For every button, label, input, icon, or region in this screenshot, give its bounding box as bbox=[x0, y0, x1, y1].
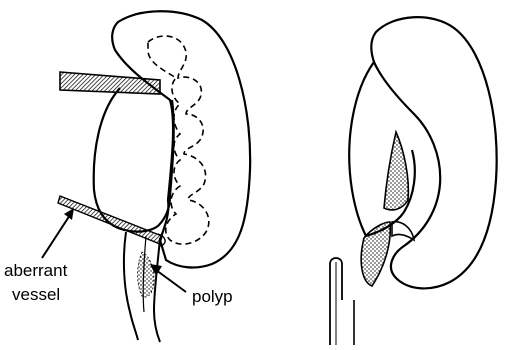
polyp-arrow-shaft bbox=[156, 270, 186, 292]
pelvis-flap-stippled bbox=[384, 132, 408, 210]
opened-pelvis-outline bbox=[349, 62, 415, 236]
right-kidney-figure bbox=[330, 17, 497, 345]
aberrant-vessel bbox=[58, 196, 162, 244]
ureter-left-wall bbox=[124, 232, 138, 340]
aberrant-arrow-shaft bbox=[42, 215, 70, 258]
retractor-instrument bbox=[60, 72, 160, 94]
anastomosis-flap bbox=[392, 222, 414, 240]
ureter-right-wall bbox=[154, 238, 160, 342]
right-kidney-outline bbox=[371, 17, 496, 288]
calyces-dashed-outline bbox=[148, 36, 209, 244]
label-aberrant: aberrant bbox=[4, 261, 68, 280]
label-polyp: polyp bbox=[192, 287, 233, 306]
left-kidney-figure: aberrant vessel polyp bbox=[4, 11, 250, 342]
dilated-pelvis bbox=[94, 88, 174, 232]
label-vessel: vessel bbox=[12, 285, 60, 304]
spatulated-ureter-stippled bbox=[361, 222, 390, 286]
polyp-shape bbox=[138, 252, 155, 297]
